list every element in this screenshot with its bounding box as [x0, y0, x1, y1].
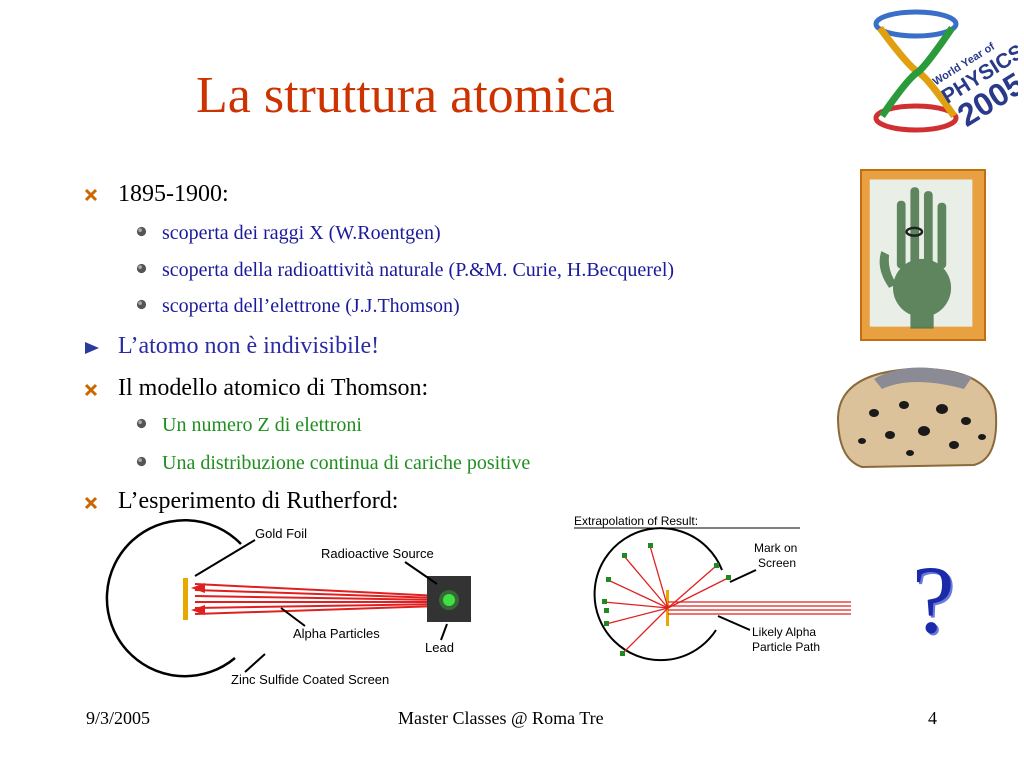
xray-hand-image — [860, 169, 986, 341]
dot-bullet-icon — [136, 456, 147, 467]
label-extrapolation: Extrapolation of Result: — [574, 514, 698, 528]
question-mark-graphic: ? — [912, 546, 955, 653]
dot-bullet-icon — [136, 226, 147, 237]
arrow-bullet-icon — [85, 342, 99, 354]
world-year-of-physics-logo: World Year of PHYSICS 2005 — [868, 6, 1024, 136]
bullet-1: 1895-1900: — [118, 181, 229, 207]
slide-title: La struttura atomica — [196, 67, 615, 124]
label-likely-path-2: Particle Path — [752, 640, 820, 654]
dot-bullet-icon — [136, 263, 147, 274]
bullet-2: L’atomo non è indivisibile! — [118, 333, 380, 359]
x-bullet-icon — [84, 383, 98, 397]
label-lead: Lead — [425, 640, 454, 655]
label-likely-path-1: Likely Alpha — [752, 625, 816, 639]
x-bullet-icon — [84, 188, 98, 202]
plum-pudding-image — [832, 355, 1002, 475]
bullet-3: Il modello atomico di Thomson: — [118, 375, 429, 401]
bullet-4: L’esperimento di Rutherford: — [118, 488, 399, 514]
x-bullet-icon — [84, 496, 98, 510]
footer-page-number: 4 — [928, 708, 937, 728]
sub-bullet-1-3: scoperta dell’elettrone (J.J.Thomson) — [162, 295, 460, 317]
footer-title: Master Classes @ Roma Tre — [398, 708, 604, 728]
label-gold-foil: Gold Foil — [255, 526, 307, 541]
label-screen: Zinc Sulfide Coated Screen — [231, 672, 389, 687]
sub-bullet-1-1: scoperta dei raggi X (W.Roentgen) — [162, 222, 441, 244]
sub-bullet-3-2: Una distribuzione continua di cariche po… — [162, 452, 531, 474]
extrapolation-diagram: Extrapolation of Result: Mark on Screen … — [566, 510, 851, 670]
sub-bullet-1-2: scoperta della radioattività naturale (P… — [162, 259, 675, 281]
label-alpha-particles: Alpha Particles — [293, 626, 380, 641]
dot-bullet-icon — [136, 299, 147, 310]
label-mark-on-screen-2: Screen — [758, 556, 796, 570]
dot-bullet-icon — [136, 418, 147, 429]
footer-date: 9/3/2005 — [86, 708, 151, 728]
label-mark-on-screen-1: Mark on — [754, 541, 797, 555]
sub-bullet-3-1: Un numero Z di elettroni — [162, 414, 362, 436]
rutherford-setup-diagram: Gold Foil Radioactive Source Alpha Parti… — [105, 518, 485, 690]
label-radioactive-source: Radioactive Source — [321, 546, 434, 561]
